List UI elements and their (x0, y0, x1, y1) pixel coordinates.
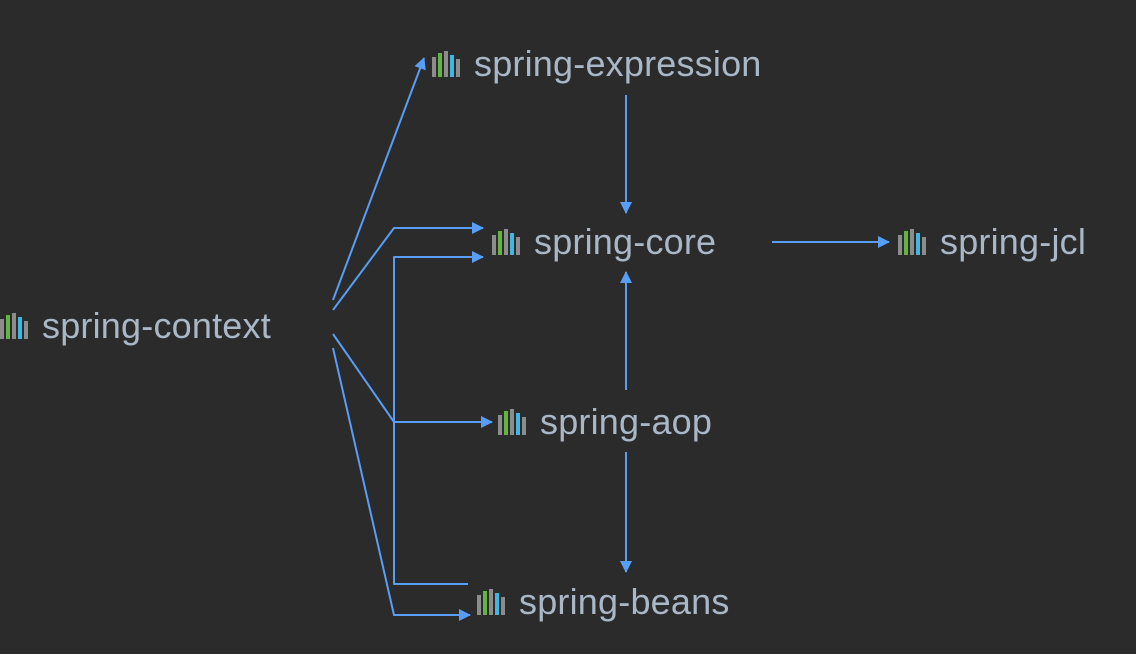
library-icon (477, 589, 507, 615)
node-label: spring-core (534, 221, 717, 262)
library-icon (432, 51, 462, 77)
edge-context-to-aop (332, 333, 493, 428)
node-spring-expression[interactable]: spring-expression (432, 43, 762, 84)
library-icon (492, 229, 522, 255)
node-spring-beans[interactable]: spring-beans (477, 581, 730, 622)
node-spring-aop[interactable]: spring-aop (498, 401, 713, 442)
node-spring-context[interactable]: spring-context (0, 305, 271, 346)
edge-context-to-core (332, 222, 484, 311)
node-label: spring-expression (474, 43, 762, 84)
edge-beans-to-core (393, 251, 484, 585)
library-icon (0, 313, 30, 339)
edge-context-to-expression (332, 57, 426, 301)
node-label: spring-context (42, 305, 271, 346)
node-spring-jcl[interactable]: spring-jcl (898, 221, 1087, 262)
node-spring-core[interactable]: spring-core (492, 221, 717, 262)
node-label: spring-jcl (940, 221, 1087, 262)
node-label: spring-beans (519, 581, 730, 622)
library-icon (498, 409, 528, 435)
edge-context-to-beans (332, 347, 471, 621)
node-label: spring-aop (540, 401, 713, 442)
library-icon (898, 229, 928, 255)
